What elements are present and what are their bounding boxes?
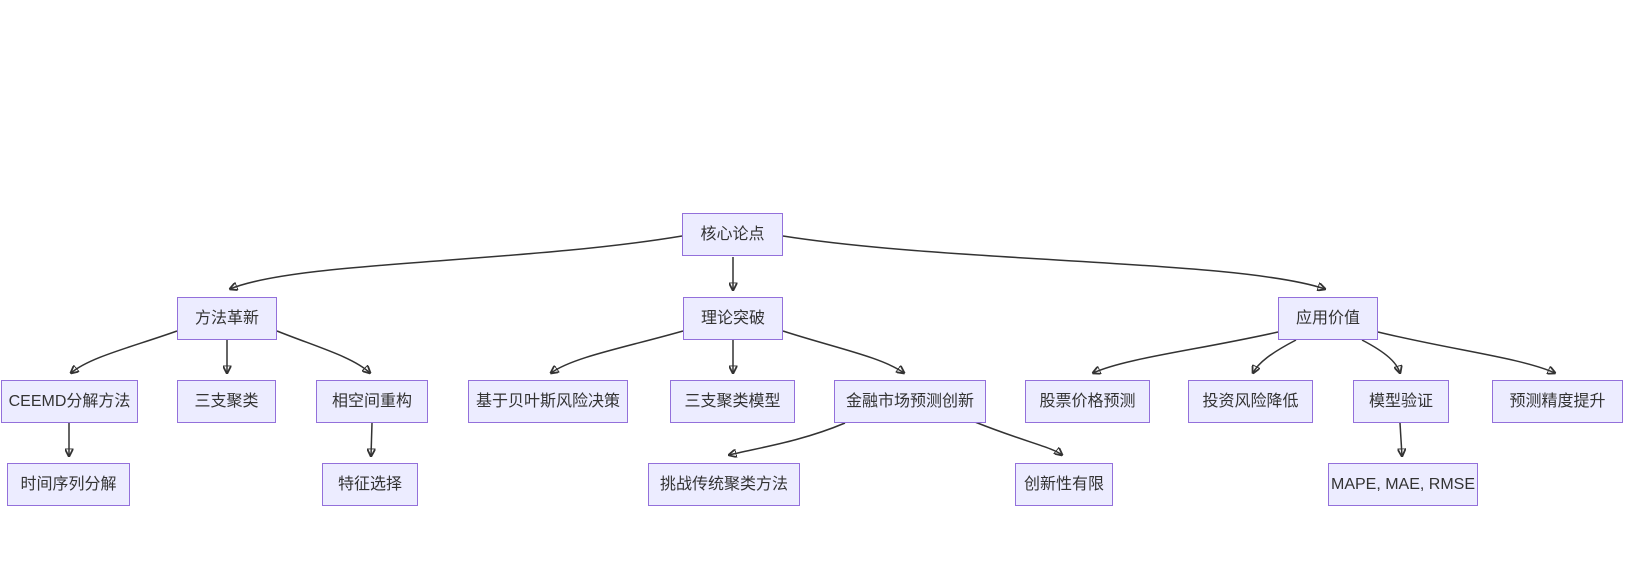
node-ceemd-decomposition: CEEMD分解方法 — [1, 380, 138, 423]
node-bayesian-risk-decision: 基于贝叶斯风险决策 — [468, 380, 628, 423]
edge-method-to-phase-space — [276, 330, 370, 373]
edge-fin-market-to-challenge — [729, 422, 846, 455]
node-method-innovation: 方法革新 — [177, 297, 277, 340]
node-three-way-clustering-model: 三支聚类模型 — [670, 380, 795, 423]
node-three-way-clustering: 三支聚类 — [177, 380, 276, 423]
node-feature-selection: 特征选择 — [322, 463, 418, 506]
edge-application-to-validation — [1361, 339, 1400, 373]
node-core-thesis: 核心论点 — [682, 213, 783, 256]
edge-application-to-stock — [1093, 331, 1279, 373]
edge-application-to-risk — [1253, 339, 1297, 373]
edge-core-to-application — [782, 235, 1325, 289]
node-forecast-accuracy-improvement: 预测精度提升 — [1492, 380, 1623, 423]
node-mape-mae-rmse: MAPE, MAE, RMSE — [1328, 463, 1478, 506]
edge-theory-to-fin-market — [782, 330, 904, 373]
edge-fin-market-to-novelty — [974, 421, 1062, 455]
node-phase-space-reconstruction: 相空间重构 — [316, 380, 428, 423]
node-model-validation: 模型验证 — [1353, 380, 1449, 423]
edge-theory-to-bayes — [551, 330, 684, 373]
node-time-series-decomposition: 时间序列分解 — [7, 463, 130, 506]
node-challenge-traditional-clustering: 挑战传统聚类方法 — [648, 463, 800, 506]
node-investment-risk-reduction: 投资风险降低 — [1188, 380, 1313, 423]
edge-phase-space-to-feature — [371, 422, 372, 456]
node-theoretical-breakthrough: 理论突破 — [683, 297, 783, 340]
edge-validation-to-mape — [1400, 422, 1402, 456]
edge-core-to-method — [230, 235, 683, 289]
node-financial-market-forecast-innovation: 金融市场预测创新 — [834, 380, 986, 423]
edge-method-to-ceemd — [71, 330, 178, 373]
node-application-value: 应用价值 — [1278, 297, 1378, 340]
node-stock-price-prediction: 股票价格预测 — [1025, 380, 1150, 423]
edge-application-to-accuracy — [1377, 331, 1555, 373]
node-limited-novelty: 创新性有限 — [1015, 463, 1113, 506]
